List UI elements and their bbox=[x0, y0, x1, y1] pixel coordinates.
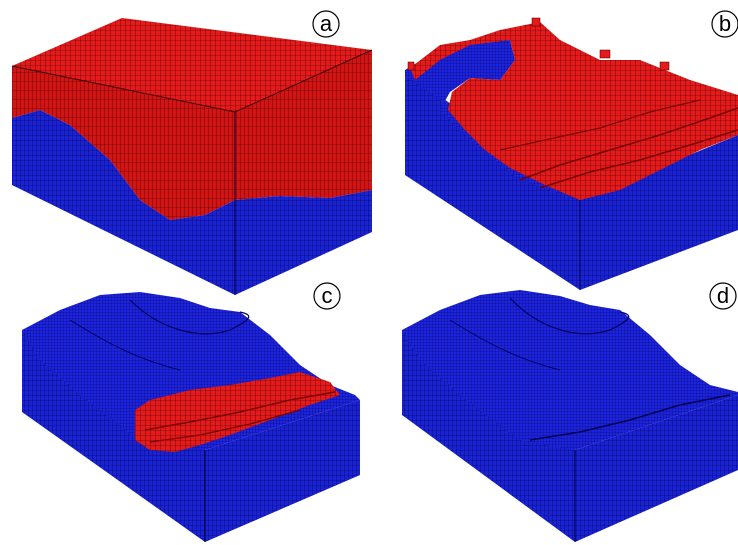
block-front-lower-layer bbox=[402, 330, 575, 542]
panel-label-d: d bbox=[717, 283, 729, 308]
block-top-surface bbox=[12, 18, 372, 112]
panel-label-a: a bbox=[320, 11, 333, 36]
panel-label-circle bbox=[709, 282, 737, 310]
block-front-lower-layer bbox=[405, 70, 580, 290]
panel-d: d bbox=[402, 282, 738, 542]
panel-label-circle bbox=[711, 10, 738, 38]
exposed-bedrock-surface bbox=[405, 40, 580, 200]
panel-label-circle bbox=[313, 282, 341, 310]
block-right-lower-layer bbox=[205, 400, 360, 542]
block-right-lower-layer bbox=[580, 135, 738, 290]
panel-c: c bbox=[22, 282, 360, 542]
block-front-lower-layer bbox=[12, 110, 235, 295]
terrain-surface bbox=[402, 290, 738, 450]
block-right-lower-layer bbox=[235, 190, 372, 295]
block-right-lower-layer bbox=[575, 395, 738, 542]
panel-a: a bbox=[11, 10, 373, 295]
block-front-upper-layer bbox=[12, 66, 235, 220]
panel-label-c: c bbox=[322, 283, 333, 308]
panel-label-circle bbox=[312, 10, 340, 38]
panel-label-b: b bbox=[719, 11, 731, 36]
panel-b: b bbox=[405, 10, 738, 290]
block-right-upper-layer bbox=[235, 50, 372, 200]
